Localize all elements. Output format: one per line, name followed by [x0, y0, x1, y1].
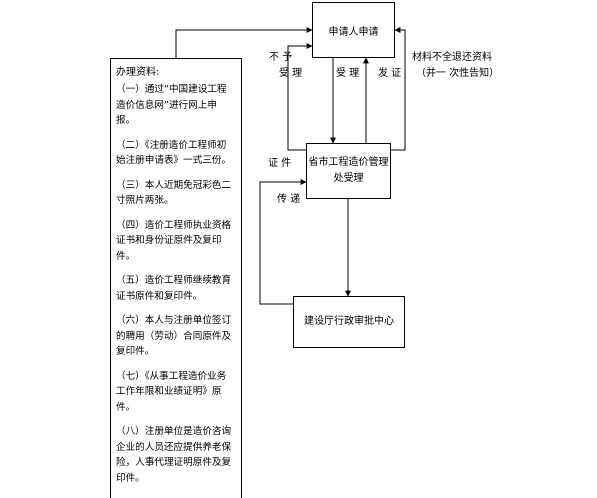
label-certificate-2: 传 递: [277, 194, 301, 205]
label-incomplete-2: （并一 次性告知）: [416, 68, 500, 79]
connector-incomplete-return: [391, 27, 406, 151]
label-not-accept-1: 不 予: [269, 52, 293, 63]
materials-box: 办理资料: （一）通过“中国建设工程造价信息网”进行网上申报。 （二）《注册造价…: [110, 58, 242, 498]
materials-title: 办理资料:: [116, 67, 160, 78]
materials-item: （一）通过“中国建设工程造价信息网”进行网上申报。: [116, 84, 227, 126]
materials-item: （六）本人与注册单位签订的聘用（劳动）合同原件及复印件。: [116, 315, 232, 357]
label-incomplete-1: 材料不全退还资料: [412, 52, 492, 63]
materials-item: （三）本人近期免冠彩色二寸照片两张。: [116, 179, 232, 207]
label-not-accept-2: 受 理: [279, 68, 303, 79]
connector-certificate-transfer: [259, 179, 307, 305]
materials-item: （八）注册单位是造价咨询企业的人员还应提供养老保险，人事代理证明原件及复印件。: [116, 426, 232, 484]
materials-item: （二）《注册造价工程师初始注册申请表》一式三份。: [116, 139, 232, 167]
materials-item: （七）《从事工程造价业务工作年限和业绩证明》原件。: [116, 370, 227, 413]
label-accept: 受 理: [336, 68, 360, 79]
province-office-node: 省市工程造价管理处受理: [306, 143, 391, 199]
label-issue-certificate: 发 证: [378, 68, 402, 79]
connector-materials-to-applicant: [175, 27, 313, 58]
materials-item: （五）造价工程师继续教育证书原件和复印件。: [116, 275, 232, 302]
label-certificate-1: 证 件: [268, 158, 292, 169]
ministry-approval-node: 建设厅行政审批中心: [293, 296, 405, 348]
materials-item: （四）造价工程师执业资格证书和身份证原件及复印件。: [116, 219, 232, 262]
connector-not-accepted: [287, 43, 313, 151]
applicant-node: 申请人申请: [312, 2, 395, 58]
